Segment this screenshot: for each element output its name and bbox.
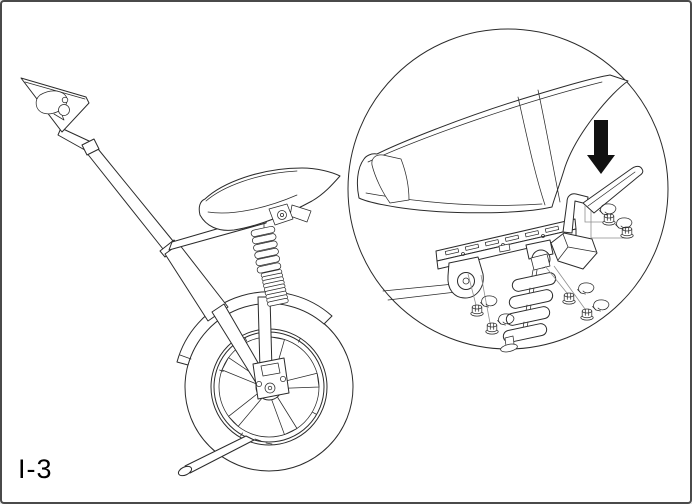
figure-label: I-3 [18,454,53,484]
saddle [198,167,341,231]
hex-nut [470,304,484,317]
rotation-arrow-icon [480,295,498,308]
saddle-nose-panel [371,154,410,204]
rail-left-ear [447,256,484,299]
tail-reflector [550,232,598,270]
hub-strut [257,296,273,371]
tube-collar [81,138,100,156]
rim-details [219,337,317,445]
handlebar-pad [20,77,90,133]
detail-view [347,28,669,353]
seat-mounting-rail [435,218,577,299]
hex-nut [562,292,576,305]
lever-blade [582,165,644,214]
main-illustration [20,77,354,477]
saddle-body [198,167,341,231]
wheel-spokes [221,336,320,435]
bell-icon [58,104,70,116]
steering-assembly [20,77,229,322]
seat-clamp [289,204,312,223]
detail-saddle [356,74,629,214]
detail-saddle-body [356,74,629,214]
seat-suspension-spring [250,222,289,307]
kickstand [177,435,255,477]
rotation-arrow-icon [599,203,617,216]
seat-clamp-lever [562,165,644,234]
detail-shock-spring [500,253,557,353]
detail-frame-tube [382,283,457,301]
rotation-arrow-icon [577,282,595,295]
hex-nut [580,308,594,321]
rotation-arrow-icon [592,299,610,312]
hex-nut [485,322,499,335]
hex-nut [602,213,616,226]
steering-tube-upper [85,143,174,250]
kickstand-foot [177,465,193,477]
down-arrow-icon [587,120,615,174]
leader-lines [467,205,629,324]
fork-and-hub [211,296,290,400]
